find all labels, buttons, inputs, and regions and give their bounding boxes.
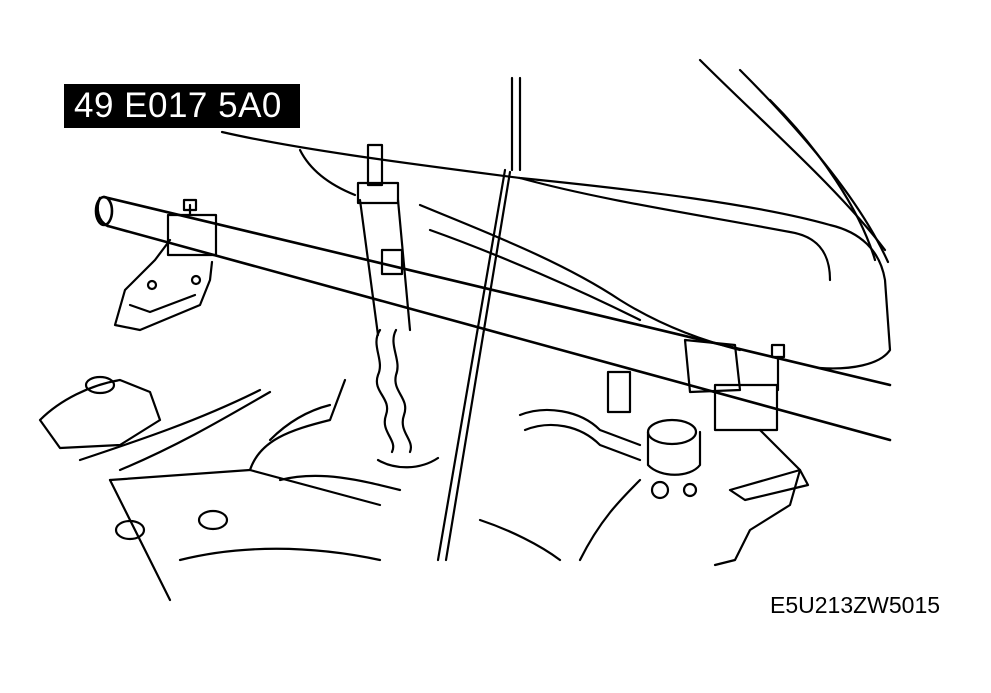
right-clamp bbox=[683, 338, 810, 567]
engine-components-right bbox=[478, 370, 702, 562]
engine-components-left bbox=[38, 375, 402, 602]
hood-outline bbox=[220, 58, 892, 370]
hanger-hook bbox=[356, 143, 440, 469]
left-clamp bbox=[113, 198, 218, 332]
support-bar bbox=[94, 195, 892, 442]
tool-part-number-label: 49 E017 5A0 bbox=[64, 84, 300, 128]
figure-reference-code: E5U213ZW5015 bbox=[770, 592, 941, 618]
dipstick bbox=[436, 76, 522, 562]
